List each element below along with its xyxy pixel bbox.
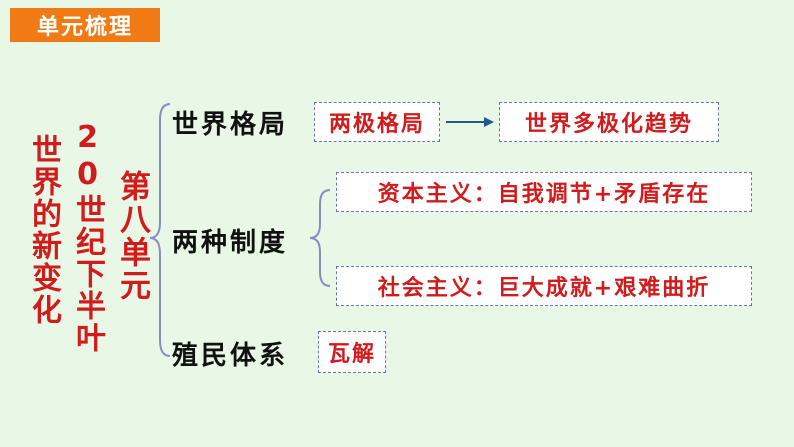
box-bipolar-text: 两极格局 (328, 112, 425, 137)
period-title: 20世纪下半叶 (70, 120, 105, 354)
main-brace (149, 103, 171, 357)
label-world-pattern: 世界格局 (172, 110, 289, 140)
box-capitalism: 资本主义：自我调节+矛盾存在 (336, 172, 752, 212)
box-socialism-text: 社会主义：巨大成就+艰难曲折 (377, 276, 711, 301)
box-collapse: 瓦解 (318, 331, 386, 373)
box-multipolar-text: 世界多极化趋势 (524, 112, 693, 137)
systems-brace (309, 189, 331, 287)
section-title: 单元梳理 (36, 15, 133, 40)
box-multipolar-trend: 世界多极化趋势 (499, 102, 719, 142)
box-capitalism-text: 资本主义：自我调节+矛盾存在 (377, 182, 711, 207)
label-two-systems: 两种制度 (172, 228, 289, 258)
unit-title: 第八单元 (114, 170, 150, 302)
label-colonial-system: 殖民体系 (172, 341, 289, 371)
box-collapse-text: 瓦解 (327, 342, 376, 367)
pattern-arrow-head (484, 117, 494, 127)
theme-title: 世界的新变化 (26, 134, 61, 326)
section-title-badge: 单元梳理 (10, 8, 160, 42)
box-bipolar-pattern: 两极格局 (314, 102, 440, 142)
box-socialism: 社会主义：巨大成就+艰难曲折 (336, 266, 752, 306)
